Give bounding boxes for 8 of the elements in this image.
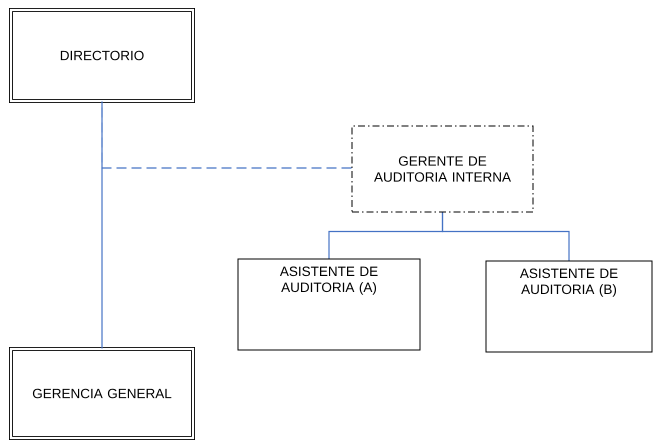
connector-line	[101, 101, 352, 169]
connector-line	[101, 101, 103, 349]
connector-line	[442, 212, 570, 260]
org-box: GERENCIA GENERAL	[9, 347, 195, 440]
org-box: GERENTE DE AUDITORIA INTERNA	[352, 126, 534, 212]
org-box: ASISTENTE DE AUDITORIA (A)	[238, 258, 420, 350]
org-box: ASISTENTE DE AUDITORIA (B)	[486, 260, 652, 352]
org-box: DIRECTORIO	[9, 8, 195, 103]
